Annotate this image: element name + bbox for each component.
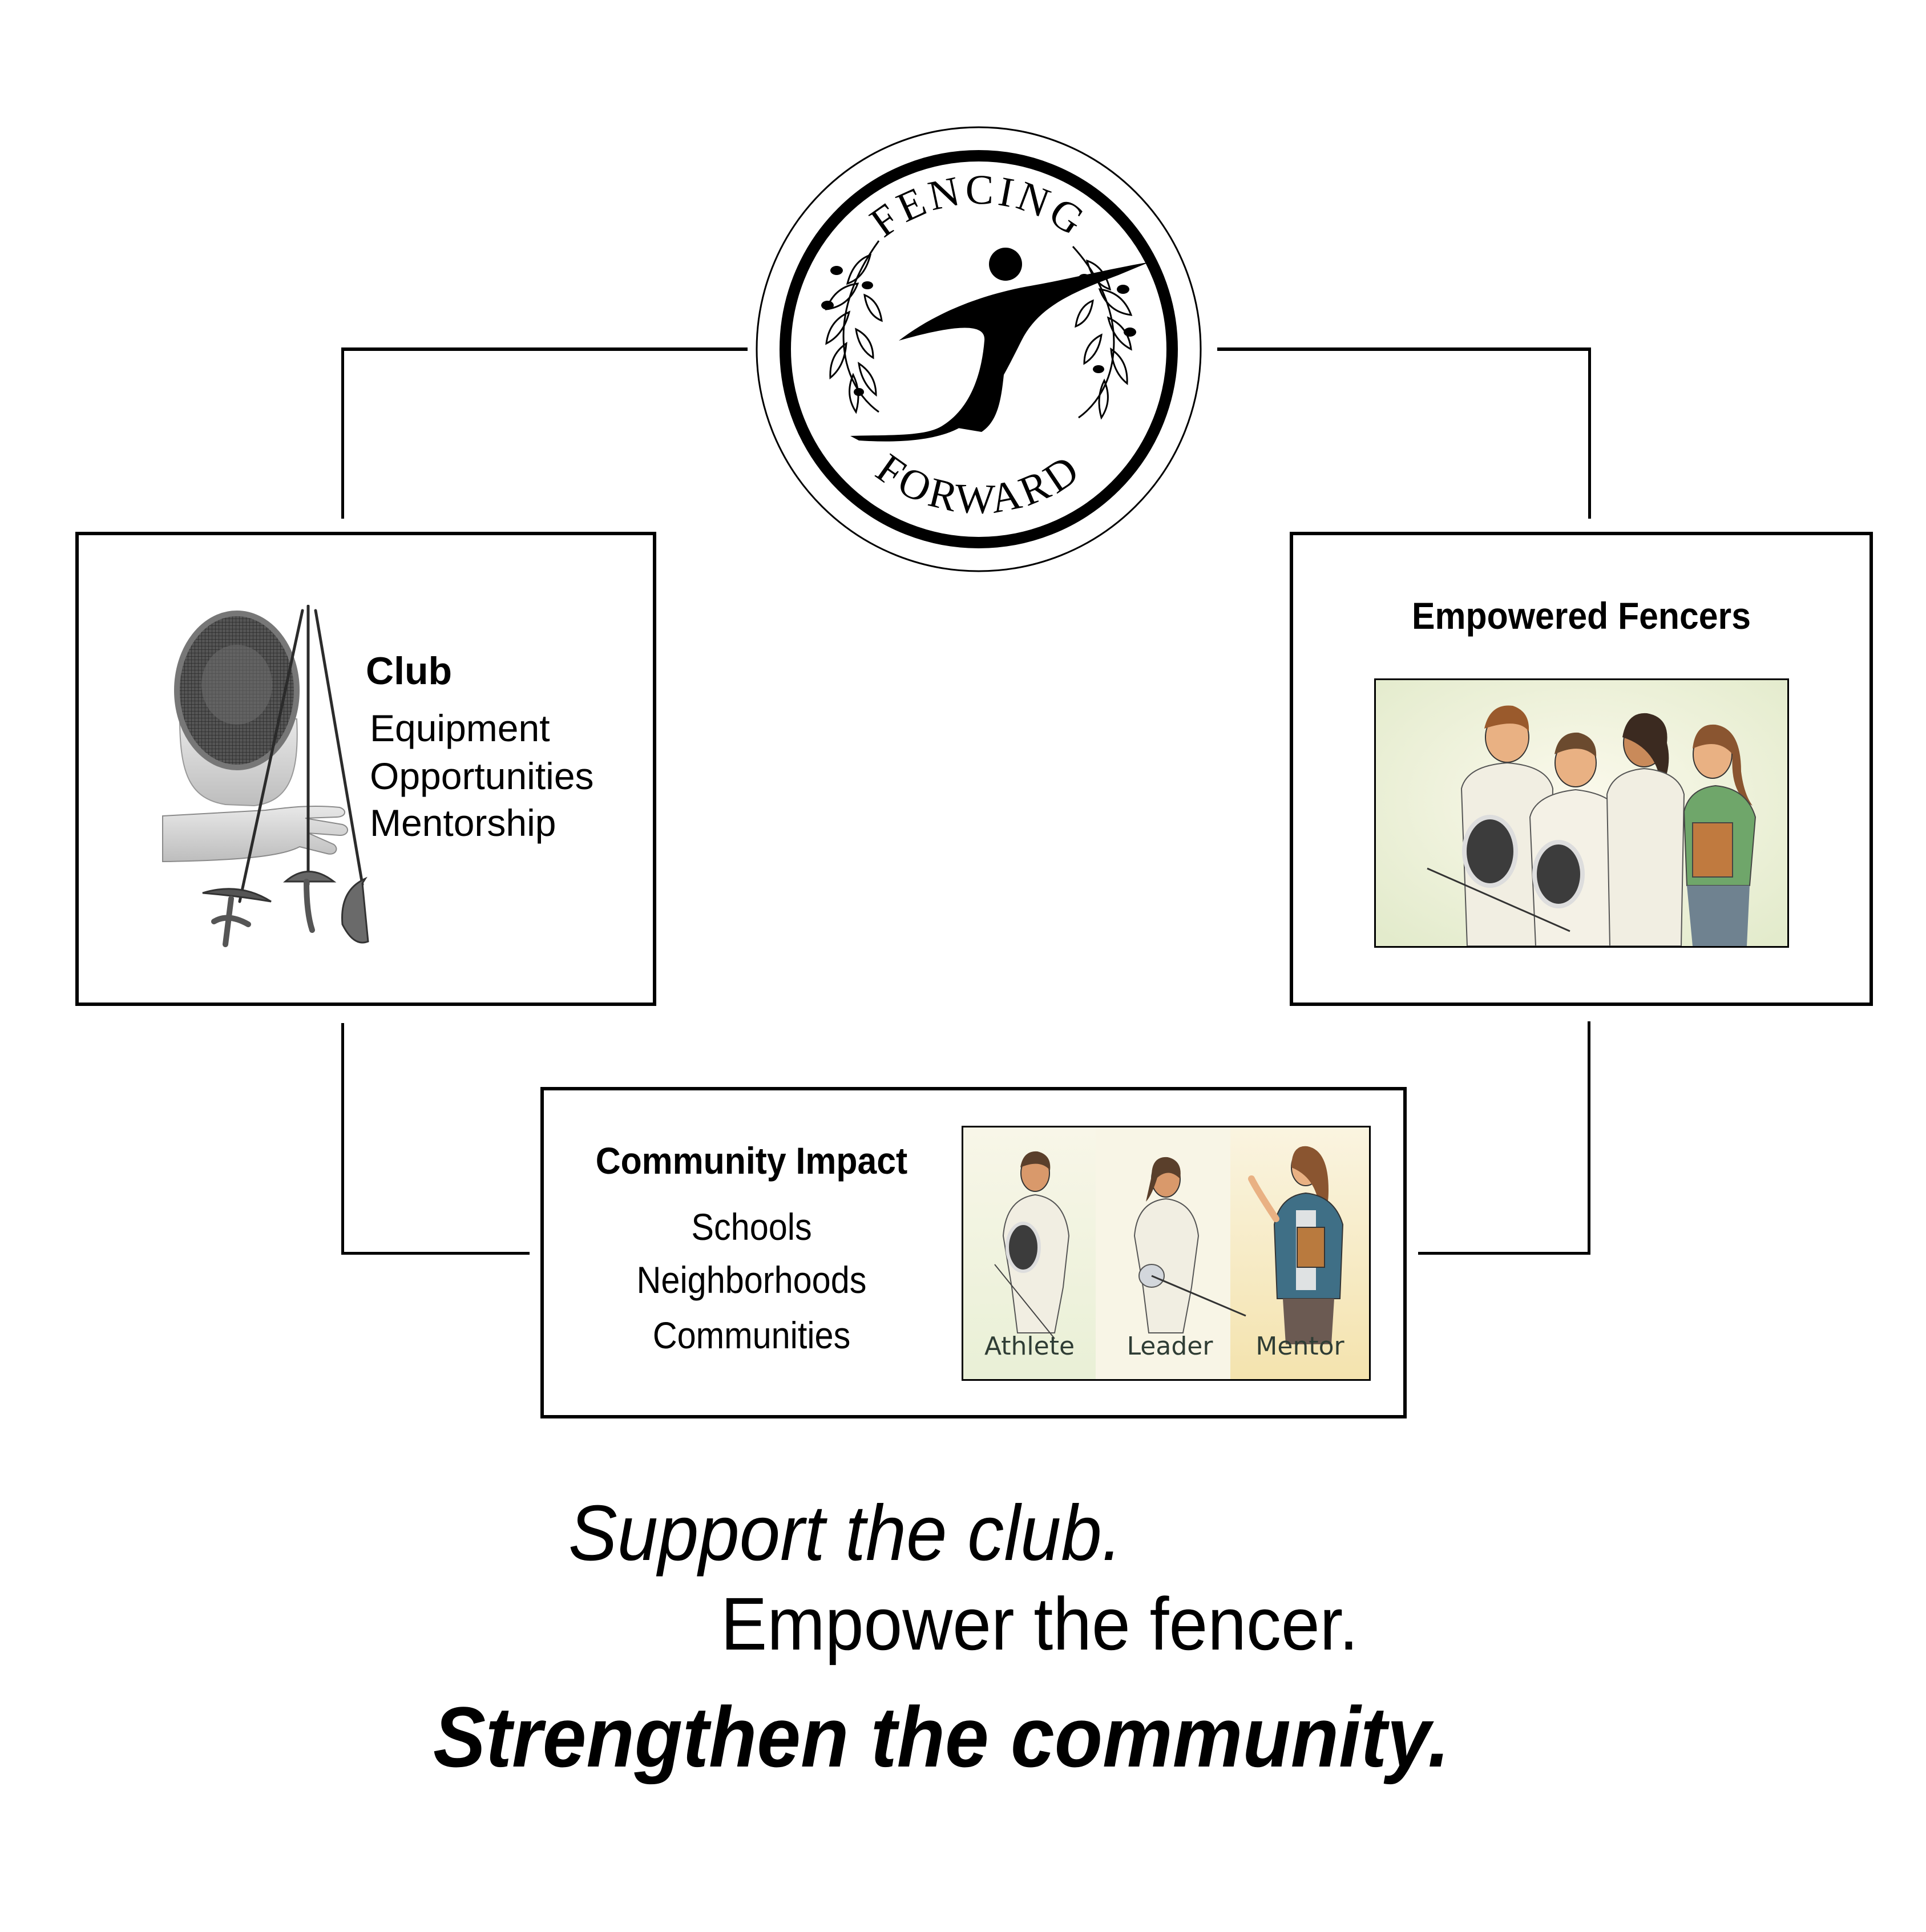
group-of-fencers-illustration: [1374, 678, 1789, 948]
mentor-figure-icon: [1248, 1146, 1344, 1344]
connector-logo-to-club-horizontal: [341, 347, 748, 351]
connector-fencers-to-community-vertical: [1588, 1021, 1590, 1254]
club-item-opportunities: Opportunities: [370, 755, 594, 797]
athlete-leader-mentor-illustration: Athlete Leader Mentor: [962, 1126, 1371, 1381]
club-item-equipment: Equipment: [370, 707, 550, 749]
logo-emblem-icon: FENCING FORWARD: [756, 126, 1202, 572]
leader-figure-icon: [1133, 1157, 1246, 1333]
community-impact-card: Community Impact Schools Neighborhoods C…: [540, 1087, 1407, 1418]
empowered-fencers-card: Empowered Fencers: [1290, 532, 1873, 1006]
fencing-forward-logo: FENCING FORWARD: [753, 124, 1204, 575]
role-label-athlete: Athlete: [984, 1332, 1075, 1361]
connector-fencers-to-community-horizontal: [1418, 1252, 1590, 1255]
fencer-person-icon: [1529, 732, 1622, 946]
fencing-equipment-icon: [157, 605, 379, 947]
connector-logo-to-club-vertical: [341, 347, 344, 519]
athlete-figure-icon: [994, 1151, 1070, 1339]
community-item-communities: Communities: [652, 1314, 851, 1356]
connector-club-to-community-vertical: [341, 1023, 344, 1254]
empowered-fencers-title: Empowered Fencers: [1412, 595, 1751, 637]
role-label-mentor: Mentor: [1255, 1332, 1344, 1361]
community-item-schools: Schools: [691, 1206, 812, 1248]
community-item-neighborhoods: Neighborhoods: [636, 1259, 867, 1301]
crossed-blades-icon: [238, 605, 364, 903]
connector-logo-to-fencers-horizontal: [1217, 347, 1591, 351]
fencer-figure-icon: [850, 248, 1153, 442]
club-item-mentorship: Mentorship: [370, 802, 556, 844]
tagline-strengthen-the-community: Strengthen the community.: [433, 1689, 1450, 1785]
supporter-person-icon: [1683, 724, 1757, 946]
fencer-person-icon: [1460, 705, 1554, 946]
role-label-leader: Leader: [1127, 1332, 1214, 1361]
club-title: Club: [366, 649, 453, 693]
connector-logo-to-fencers-vertical: [1588, 347, 1591, 519]
community-impact-title: Community Impact: [595, 1139, 908, 1182]
club-card: Club Equipment Opportunities Mentorship: [75, 532, 656, 1006]
tagline-support-the-club: Support the club.: [568, 1489, 1123, 1577]
fencer-person-icon: [1606, 713, 1685, 946]
connector-club-to-community-horizontal: [341, 1252, 530, 1255]
tagline-empower-the-fencer: Empower the fencer.: [721, 1582, 1359, 1666]
